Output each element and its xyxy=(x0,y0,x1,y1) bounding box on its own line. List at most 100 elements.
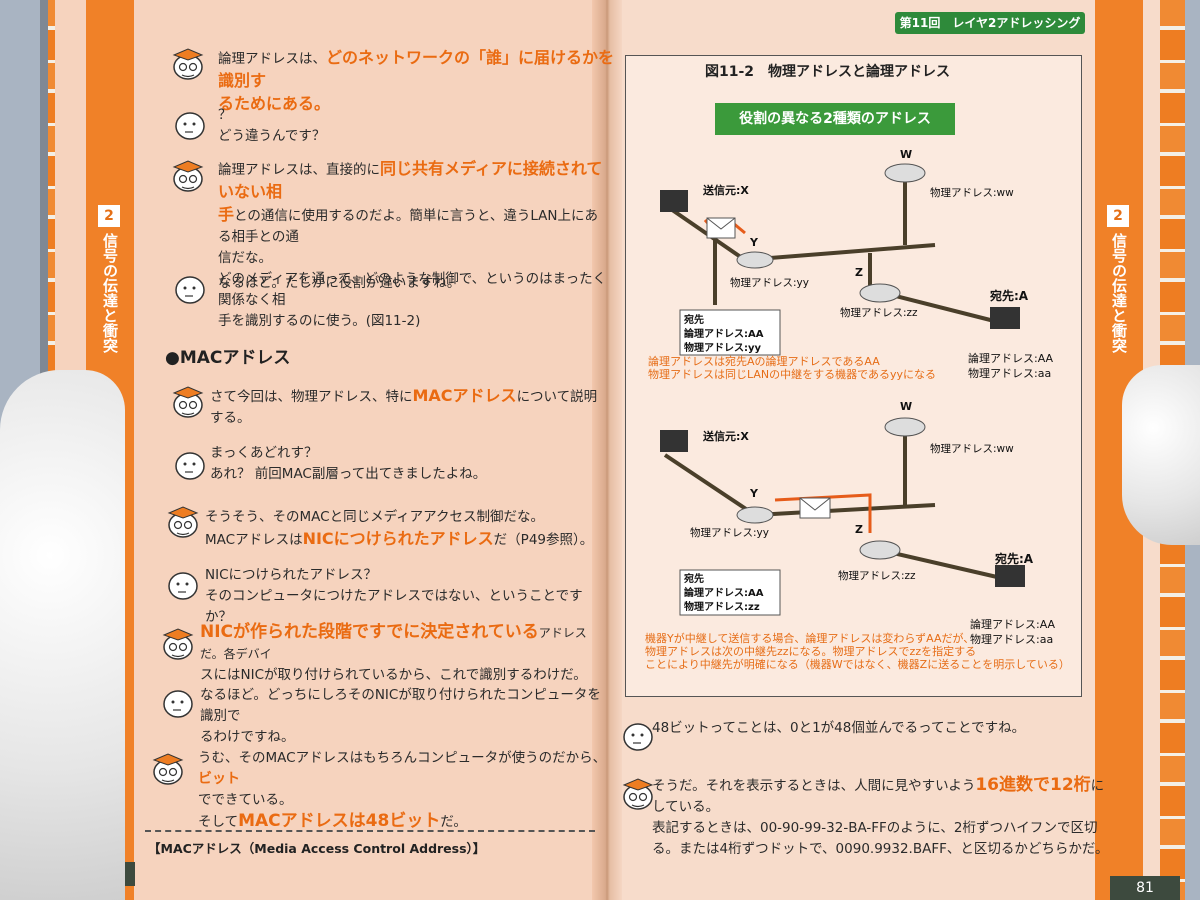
teacher-avatar xyxy=(170,45,206,85)
text: に xyxy=(1090,778,1105,794)
highlight: 手 xyxy=(218,205,235,224)
teacher-avatar xyxy=(170,157,206,197)
packet-box xyxy=(679,569,781,616)
text: 論理アドレスは、直接的に xyxy=(218,162,380,178)
text: なるほど。どっちにしろそのNICが取り付けられたコンピュータを識別で xyxy=(200,687,601,724)
highlight: るためにある。 xyxy=(218,94,331,113)
label-dest: 宛先:A xyxy=(990,289,1029,303)
dialogue-line: さて今回は、物理アドレス、特にMACアドレスについて説明する。 xyxy=(210,385,610,429)
chapter-number: 2 xyxy=(98,205,120,227)
text: うむ、そのMACアドレスはもちろんコンピュータが使うのだから、 xyxy=(198,750,607,766)
student-avatar xyxy=(160,685,196,725)
chapter-number: 2 xyxy=(1107,205,1129,227)
figure-banner: 役割の異なる2種類のアドレス xyxy=(715,103,955,135)
label-sender: 送信元:X xyxy=(703,184,749,197)
highlight: NICが作られた段階ですでに決定されている xyxy=(200,622,539,642)
highlight: NICにつけられたアドレス xyxy=(302,529,494,548)
dest-computer-icon xyxy=(990,307,1020,329)
dialogue-line: 論理アドレスは、どのネットワークの「誰」に届けるかを識別す るためにある。 xyxy=(218,47,618,116)
label-w: W xyxy=(900,148,913,161)
right-glove xyxy=(1122,365,1200,545)
footnote-rule xyxy=(145,830,595,832)
teacher-avatar xyxy=(165,503,201,543)
text: どう違うんです？ xyxy=(218,128,326,144)
text: 物理アドレスは同じLANの中継をする機器であるyyになる xyxy=(648,368,937,381)
router-z-icon xyxy=(859,540,901,560)
chapter-label: 信号の伝達と衝突 xyxy=(1110,233,1128,353)
teacher-avatar xyxy=(150,750,186,790)
label-dest-phys: 物理アドレス:aa xyxy=(968,367,1052,380)
highlight: MACアドレスは48ビット xyxy=(238,811,441,831)
bottom-network xyxy=(660,417,1025,616)
top-caption: 論理アドレスは宛先Aの論理アドレスであるAA 物理アドレスは同じLANの中継をす… xyxy=(648,355,936,381)
router-y-icon xyxy=(736,506,774,524)
student-avatar xyxy=(165,567,201,607)
packet-label: 宛先 論理アドレス:AA 物理アドレス:zz xyxy=(684,573,763,615)
right-side-tab: 2 信号の伝達と衝突 xyxy=(1107,205,1130,353)
text: について説明する。 xyxy=(210,389,598,426)
teacher-avatar xyxy=(160,625,196,665)
text: 物理アドレスは次の中継先zzになる。物理アドレスでzzを指定する xyxy=(645,645,977,658)
text: ことにより中継先が明確になる（機器Wではなく、機器Zに送ることを明示している） xyxy=(645,658,1070,671)
dialogue-line: NICにつけられたアドレス？ そのコンピュータにつけたアドレスではない、というこ… xyxy=(205,565,600,628)
highlight: MACアドレス xyxy=(412,386,517,405)
text: まっくあどれす？ xyxy=(210,445,318,461)
text: あれ？ 前回MAC副層って出てきましたよね。 xyxy=(210,466,487,482)
label-dest-logic: 論理アドレス:AA xyxy=(970,618,1056,631)
label-y: Y xyxy=(750,487,758,500)
text: 論理アドレスは宛先Aの論理アドレスであるAA xyxy=(648,355,880,368)
text: そうだ。それを表示するときは、人間に見やすいよう xyxy=(652,778,976,794)
router-y-icon xyxy=(736,251,774,269)
dialogue-line: なるほど。どっちにしろそのNICが取り付けられたコンピュータを識別で るわけです… xyxy=(200,685,610,748)
teacher-avatar xyxy=(170,383,206,423)
network-diagram xyxy=(660,163,1025,616)
label-y-addr: 物理アドレス:yy xyxy=(690,527,769,539)
top-network xyxy=(660,163,1020,356)
text: さて今回は、物理アドレス、特に xyxy=(210,389,413,405)
teacher-avatar xyxy=(620,775,656,815)
label-z: Z xyxy=(855,266,863,279)
packet-label: 宛先 論理アドレス:AA 物理アドレス:yy xyxy=(684,314,763,356)
router-z-icon xyxy=(859,283,901,303)
footnote: 【MACアドレス（Media Access Control Address）】 xyxy=(148,841,486,856)
text: 論理アドレスは、 xyxy=(218,51,326,67)
text: でできている。 xyxy=(198,792,293,808)
text: そのコンピュータにつけたアドレスではない、ということですか？ xyxy=(205,588,583,625)
text: 表記するときは、00-90-99-32-BA-FFのように、2桁ずつハイフンで区… xyxy=(652,820,1098,836)
sender-computer-icon xyxy=(660,190,688,212)
bottom-caption: 機器Yが中継して送信する場合、論理アドレスは変わらずAAだが、 物理アドレスは次… xyxy=(645,632,1070,671)
text: 機器Yが中継して送信する場合、論理アドレスは変わらずAAだが、 xyxy=(645,632,975,645)
dialogue-line: ？ どう違うんです？ xyxy=(218,105,325,147)
label-z-addr: 物理アドレス:zz xyxy=(838,570,916,582)
page-number: 81 xyxy=(1110,876,1180,900)
highlight: 16進数で12桁 xyxy=(975,775,1091,795)
packet-box xyxy=(679,309,781,356)
text: している。 xyxy=(652,799,720,815)
label-w-addr: 物理アドレス:ww xyxy=(930,443,1014,455)
sender-computer-icon xyxy=(660,430,688,452)
router-w-icon xyxy=(884,163,926,183)
dialogue-line: NICが作られた段階ですでに決定されているアドレスだ。各デバイ スにはNICが取… xyxy=(200,622,610,686)
highlight: 同じ共有メディアに接続されていない相 xyxy=(218,159,603,201)
label-dest-logic: 論理アドレス:AA xyxy=(968,352,1054,365)
student-avatar xyxy=(172,107,208,147)
text: ？ xyxy=(218,107,232,123)
label-w-addr: 物理アドレス:ww xyxy=(930,187,1014,199)
chapter-header-badge: 第11回 レイヤ2アドレッシング xyxy=(895,12,1085,34)
text: 論理アドレス:AA xyxy=(684,329,764,340)
label-z-addr: 物理アドレス:zz xyxy=(840,307,918,319)
label-y-addr: 物理アドレス:yy xyxy=(730,277,809,289)
text: だ。 xyxy=(440,814,467,830)
dialogue-line: なるほど。たしかに役割が違いますね。 xyxy=(218,275,461,291)
chapter-label: 信号の伝達と衝突 xyxy=(101,233,119,353)
text: 論理アドレス:AA xyxy=(684,588,764,599)
student-avatar xyxy=(172,447,208,487)
text: 宛先 xyxy=(684,315,704,326)
text: NICにつけられたアドレス？ xyxy=(205,567,378,583)
left-glove xyxy=(0,370,125,900)
label-w: W xyxy=(900,400,913,413)
text: スにはNICが取り付けられているから、これで識別するわけだ。 xyxy=(200,667,587,683)
envelope-icon xyxy=(799,497,831,519)
label-y: Y xyxy=(750,236,758,249)
dest-computer-icon xyxy=(995,565,1025,587)
